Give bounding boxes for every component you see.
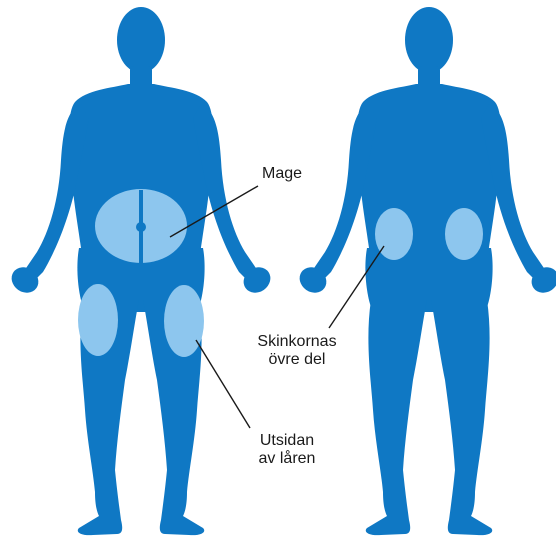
left-thigh-zone (78, 284, 118, 356)
right-thigh-zone (164, 285, 204, 357)
back-figure (295, 7, 556, 535)
label-skinkornas-line1: Skinkornas (254, 333, 340, 351)
left-buttock-zone (375, 208, 413, 260)
front-figure (7, 7, 276, 535)
leader-utsidan (196, 340, 250, 428)
label-skinkornas-line2: övre del (254, 351, 340, 369)
label-skinkornas: Skinkornas övre del (254, 333, 340, 369)
label-utsidan-line1: Utsidan (247, 432, 327, 450)
abdomen-zone (95, 189, 187, 263)
label-mage-text: Mage (262, 165, 302, 183)
label-utsidan: Utsidan av låren (247, 432, 327, 468)
label-mage: Mage (262, 165, 302, 183)
label-utsidan-line2: av låren (247, 450, 327, 468)
right-buttock-zone (445, 208, 483, 260)
